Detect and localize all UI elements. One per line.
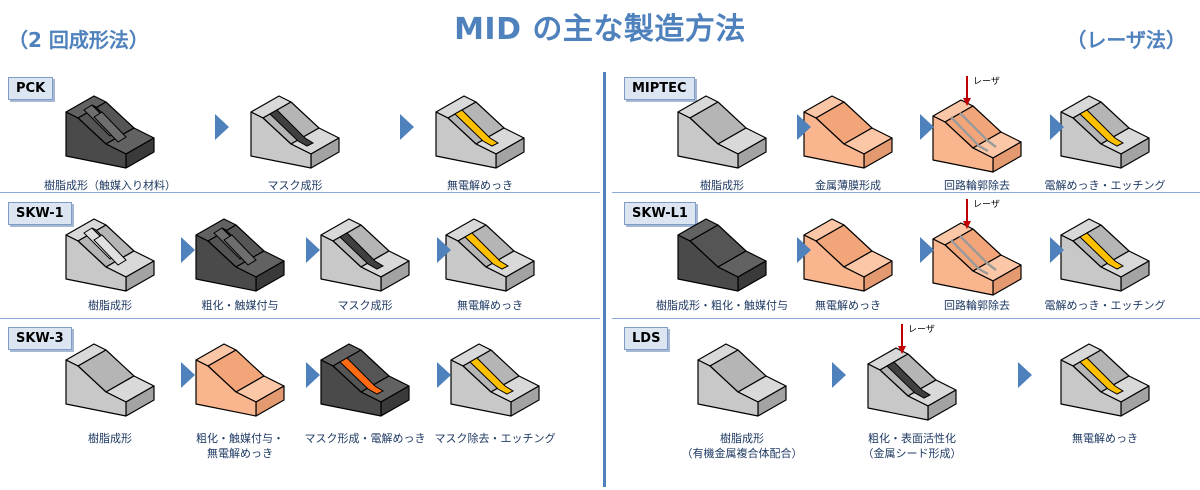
step-arrow-skw-l1-3 (1050, 237, 1064, 263)
step-caption-skw-3-4: マスク除去・エッチング (434, 432, 556, 445)
row-divider (612, 318, 1200, 319)
step-arrow-lds-2 (1018, 362, 1032, 388)
step-caption-skw-l1-4: 電解めっき・エッチング (1044, 299, 1166, 312)
step-arrow-miptec-1 (797, 114, 811, 140)
step-caption-miptec-2: 金属薄膜形成 (815, 179, 881, 192)
laser-label: レーザ (973, 77, 1000, 87)
step-arrow-skw-l1-2 (920, 237, 934, 263)
step-arrow-miptec-2 (920, 114, 934, 140)
step-caption-skw-3-1: 樹脂成形 (88, 432, 132, 445)
step-arrow-skw-3-3 (437, 362, 451, 388)
step-block-lds-1 (697, 343, 787, 417)
process-label-skw-1: SKW-1 (8, 202, 72, 225)
row-divider (612, 192, 1200, 193)
step-block-skw-l1-3 (932, 222, 1022, 296)
step-caption-pck-1: 樹脂成形（触媒入り材料） (44, 179, 176, 192)
step-arrow-skw-1-3 (437, 237, 451, 263)
laser-label: レーザ (973, 200, 1000, 210)
step-caption-skw-l1-3: 回路輪郭除去 (944, 299, 1010, 312)
row-divider (0, 192, 600, 193)
step-block-skw-l1-1 (677, 218, 767, 292)
laser-arrow-lds (898, 324, 906, 354)
step-block-skw-1-2 (195, 218, 285, 292)
step-caption-lds-2: 粗化・表面活性化（金属シード形成） (862, 432, 962, 460)
step-arrow-pck-1 (215, 114, 229, 140)
process-label-lds: LDS (624, 327, 669, 350)
step-caption-skw-3-3: マスク形成・電解めっき (304, 432, 426, 445)
process-label-miptec: MIPTEC (624, 77, 695, 100)
right-heading: （レーザ法） (1066, 28, 1186, 52)
process-label-skw-3: SKW-3 (8, 327, 72, 350)
step-arrow-skw-3-1 (181, 362, 195, 388)
step-block-lds-3 (1060, 343, 1150, 417)
step-block-skw-3-3 (320, 343, 410, 417)
step-block-skw-l1-4 (1060, 218, 1150, 292)
step-arrow-skw-1-2 (306, 237, 320, 263)
step-arrow-lds-1 (832, 362, 846, 388)
step-block-pck-3 (435, 95, 525, 169)
step-caption-pck-3: 無電解めっき (447, 179, 513, 192)
left-heading: （2 回成形法） (8, 28, 149, 52)
process-label-pck: PCK (8, 77, 54, 100)
step-caption-skw-l1-1: 樹脂成形・粗化・触媒付与 (656, 299, 788, 312)
step-block-skw-3-1 (65, 343, 155, 417)
step-caption-skw-1-3: マスク成形 (337, 299, 393, 312)
step-caption-skw-1-2: 粗化・触媒付与 (201, 299, 279, 312)
step-caption-skw-1-1: 樹脂成形 (88, 299, 132, 312)
step-arrow-miptec-3 (1050, 114, 1064, 140)
step-block-miptec-2 (803, 95, 893, 169)
step-block-pck-1 (65, 95, 155, 169)
step-block-miptec-1 (677, 95, 767, 169)
step-arrow-skw-1-1 (181, 237, 195, 263)
step-arrow-skw-l1-1 (797, 237, 811, 263)
step-caption-pck-2: マスク成形 (267, 179, 323, 192)
step-caption-lds-1: 樹脂成形（有機金属複合体配合） (681, 432, 803, 460)
step-caption-lds-3: 無電解めっき (1072, 432, 1138, 445)
step-caption-skw-l1-2: 無電解めっき (815, 299, 881, 312)
step-block-skw-3-4 (450, 343, 540, 417)
step-caption-miptec-4: 電解めっき・エッチング (1044, 179, 1166, 192)
step-block-skw-1-3 (320, 218, 410, 292)
step-caption-miptec-1: 樹脂成形 (700, 179, 744, 192)
laser-arrow-miptec (963, 76, 971, 106)
step-block-miptec-3 (932, 99, 1022, 173)
column-divider (603, 72, 606, 487)
step-block-skw-1-1 (65, 218, 155, 292)
step-caption-skw-1-4: 無電解めっき (457, 299, 523, 312)
laser-label: レーザ (908, 325, 935, 335)
step-block-skw-3-2 (195, 343, 285, 417)
step-block-lds-2 (867, 347, 957, 421)
laser-arrow-skw-l1 (963, 199, 971, 229)
step-block-miptec-4 (1060, 95, 1150, 169)
step-block-skw-l1-2 (803, 218, 893, 292)
step-block-skw-1-4 (445, 218, 535, 292)
step-arrow-skw-3-2 (306, 362, 320, 388)
row-divider (0, 318, 600, 319)
step-block-pck-2 (250, 95, 340, 169)
step-caption-skw-3-2: 粗化・触媒付与・無電解めっき (196, 432, 284, 460)
step-caption-miptec-3: 回路輪郭除去 (944, 179, 1010, 192)
process-label-skw-l1: SKW-L1 (624, 202, 696, 225)
step-arrow-pck-2 (400, 114, 414, 140)
page-title: MID の主な製造方法 (454, 12, 746, 47)
